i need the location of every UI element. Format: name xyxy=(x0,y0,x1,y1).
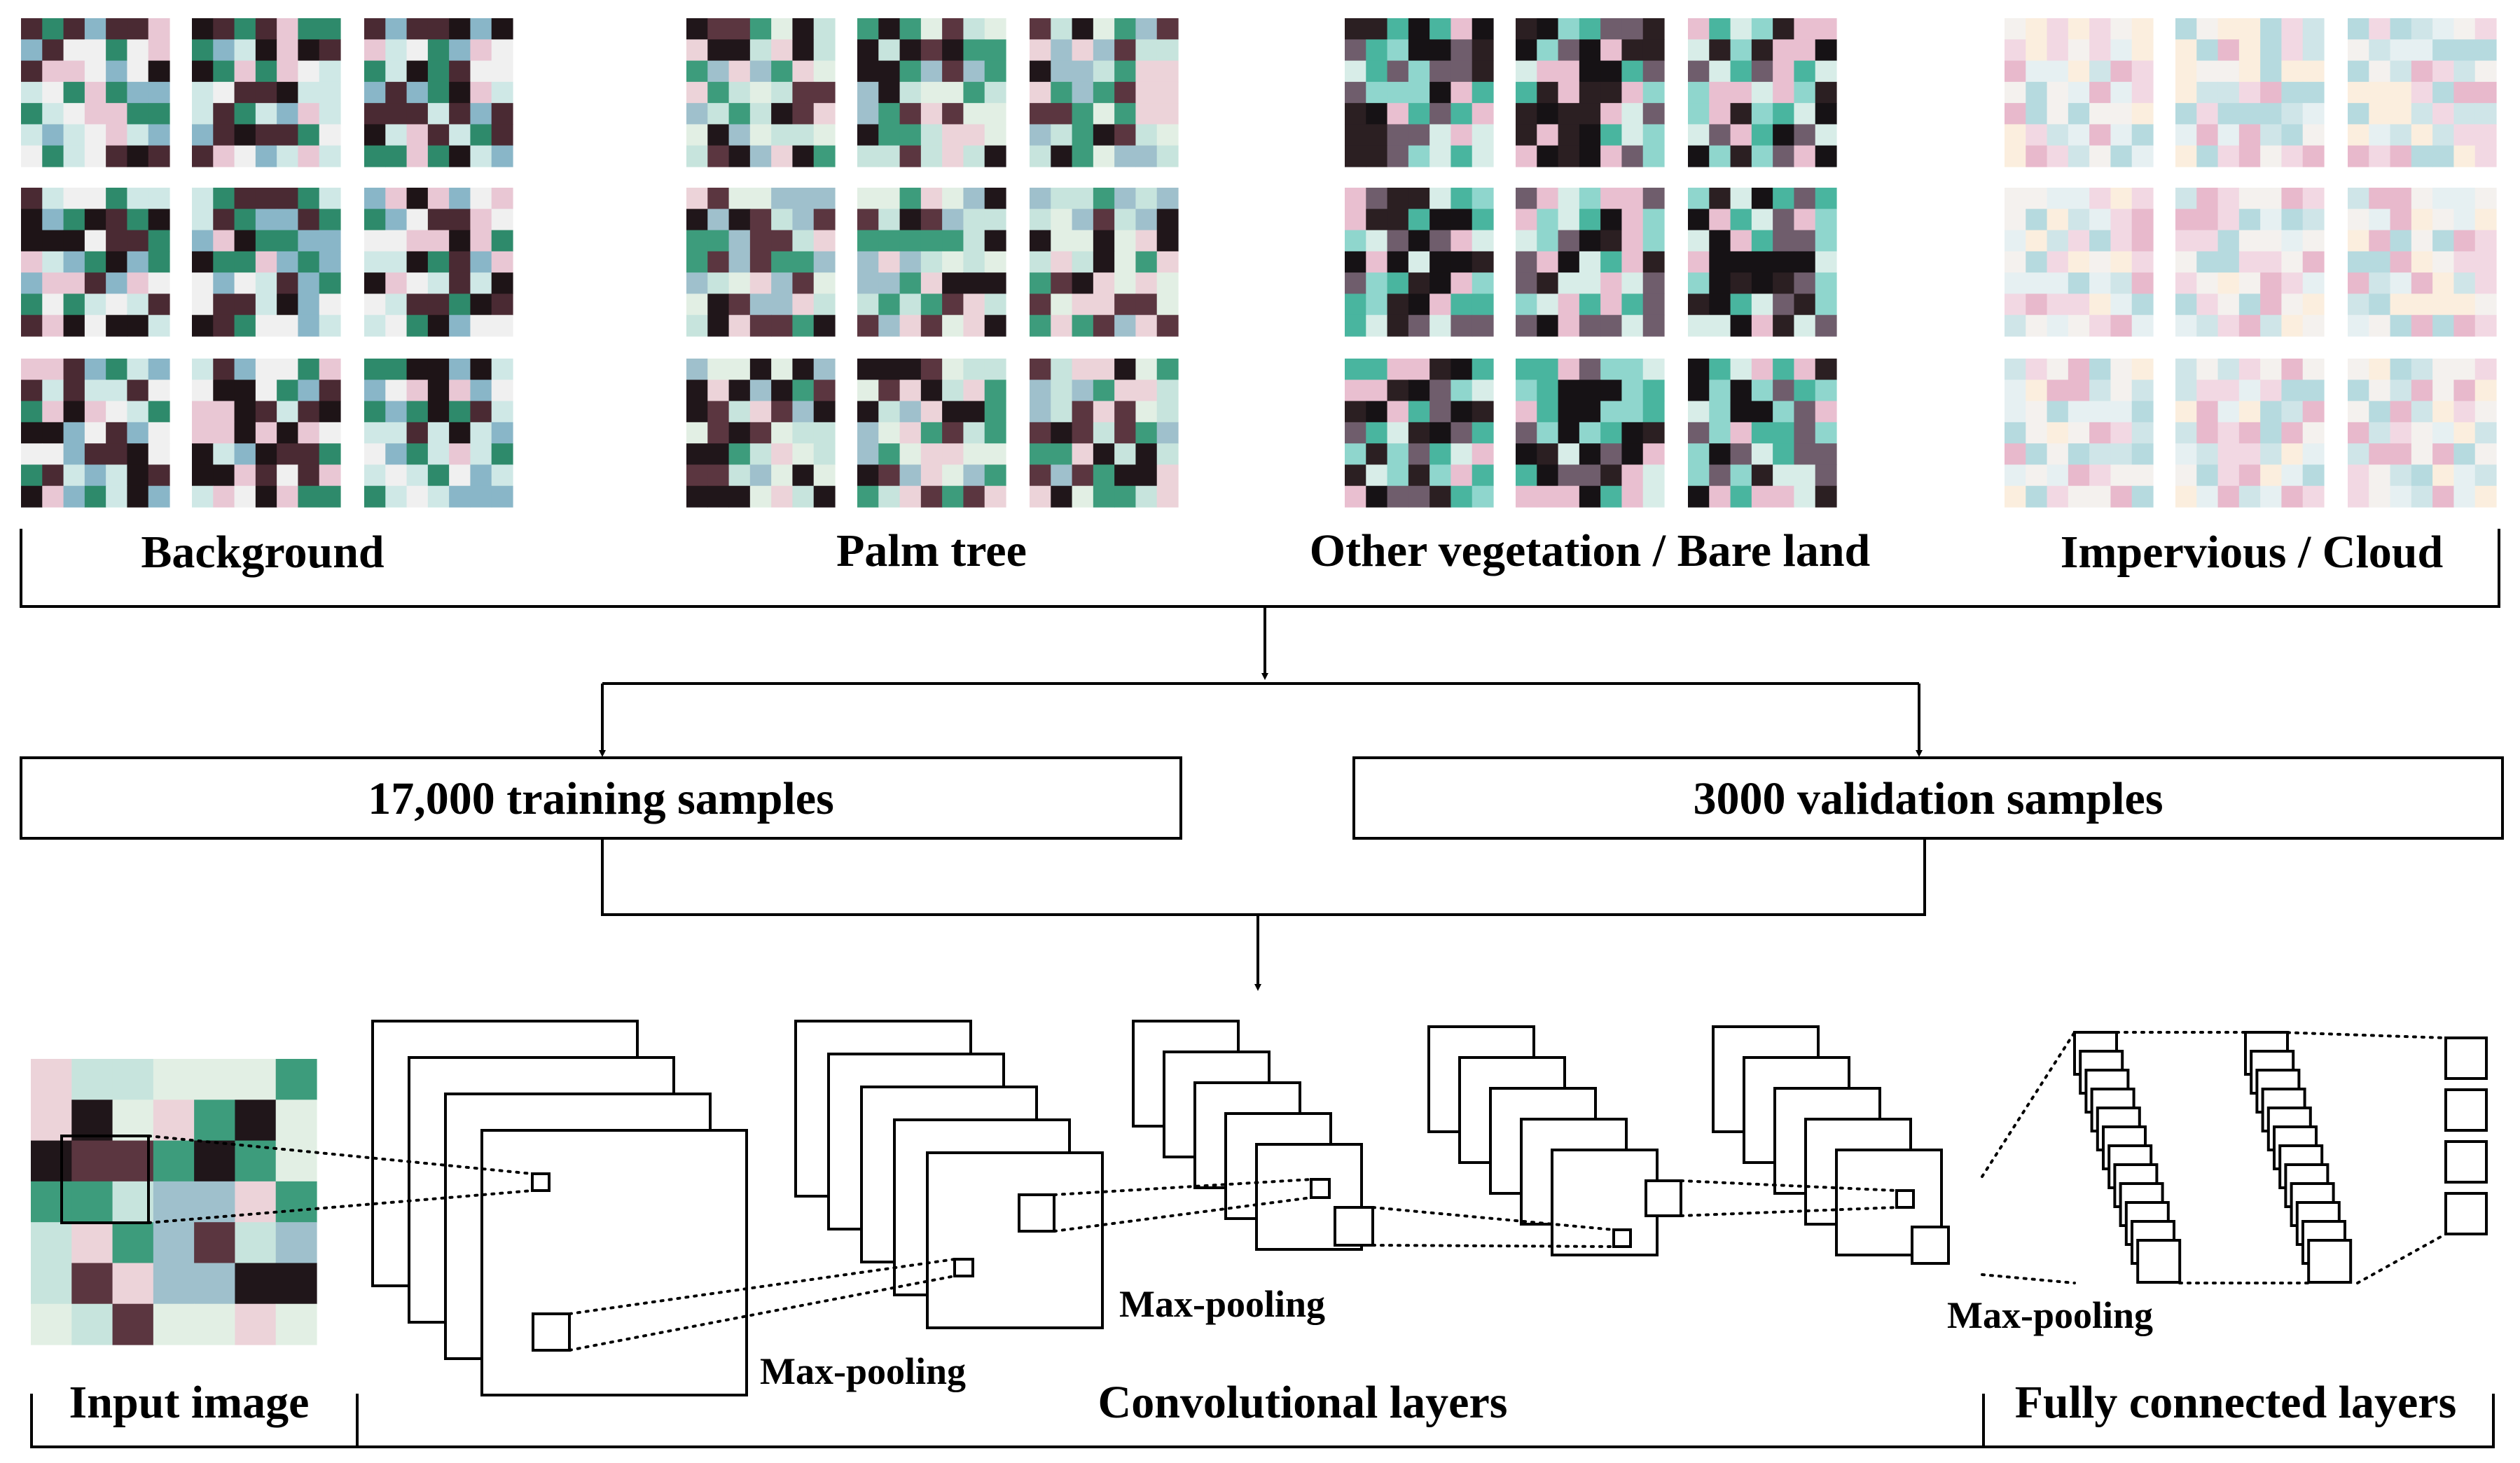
validation-samples-label: 3000 validation samples xyxy=(1693,773,2163,824)
sample-patch xyxy=(2175,18,2325,167)
feature-map-stack xyxy=(1427,1025,1659,1256)
sample-patch xyxy=(364,359,513,508)
maxpool-label-1: Max-pooling xyxy=(760,1350,966,1392)
sample-patch xyxy=(1345,359,1494,508)
sample-patch xyxy=(857,188,1006,337)
maxpool-label-3: Max-pooling xyxy=(1947,1294,2153,1336)
validation-samples-box xyxy=(1352,756,2504,840)
kernel-box xyxy=(1334,1206,1374,1247)
feature-map xyxy=(480,1129,748,1396)
sample-patch xyxy=(192,18,341,167)
fc-neuron-stack xyxy=(2073,1031,2182,1284)
kernel-box xyxy=(532,1312,571,1352)
join-connector xyxy=(601,838,1926,916)
sample-patch xyxy=(686,18,836,167)
sample-patch xyxy=(1516,188,1665,337)
category-label-background: Background xyxy=(141,527,384,578)
sample-patch xyxy=(2175,359,2325,508)
sample-patch xyxy=(21,188,170,337)
category-label-other-vegetation: Other vegetation / Bare land xyxy=(1310,525,1871,576)
kernel-box xyxy=(953,1258,974,1277)
impervious-cloud-sample-grid xyxy=(2005,18,2497,508)
background-sample-grid xyxy=(21,18,513,508)
fc-neuron xyxy=(2307,1239,2353,1284)
training-samples-box xyxy=(20,756,1182,840)
input-image-pixels xyxy=(31,1059,317,1345)
sample-patch xyxy=(21,359,170,508)
sample-patch xyxy=(1688,359,1837,508)
sample-patch xyxy=(364,18,513,167)
fc-neuron xyxy=(2136,1239,2182,1284)
kernel-box xyxy=(1911,1226,1950,1265)
sample-patch xyxy=(1516,18,1665,167)
sample-patch xyxy=(1345,18,1494,167)
output-neurons xyxy=(2444,1036,2488,1235)
feature-map-stack xyxy=(794,1020,1104,1329)
sample-patch xyxy=(1030,18,1179,167)
kernel-box xyxy=(1895,1189,1915,1209)
sample-patch xyxy=(2348,359,2497,508)
input-image-label: Input image xyxy=(69,1377,310,1428)
sample-patch xyxy=(21,18,170,167)
sample-patch xyxy=(1688,18,1837,167)
input-receptive-field xyxy=(60,1135,150,1224)
sample-patch xyxy=(2348,188,2497,337)
sample-patch xyxy=(192,359,341,508)
sample-patch xyxy=(686,359,836,508)
feature-map xyxy=(926,1151,1104,1329)
convolutional-layers-label: Convolutional layers xyxy=(1098,1377,1508,1428)
sample-patch xyxy=(857,18,1006,167)
sample-patch xyxy=(1345,188,1494,337)
sample-patch xyxy=(364,188,513,337)
palm-tree-sample-grid xyxy=(686,18,1179,508)
projection-lines xyxy=(147,1031,2447,1352)
sample-patch xyxy=(1516,359,1665,508)
sample-patch xyxy=(192,188,341,337)
feature-map xyxy=(1551,1149,1659,1256)
feature-map-stack xyxy=(1712,1025,1943,1256)
sample-patch xyxy=(2348,18,2497,167)
sample-patch xyxy=(2175,188,2325,337)
sample-patch xyxy=(1030,188,1179,337)
feature-map-stacks xyxy=(371,1020,1943,1396)
sample-patch xyxy=(1030,359,1179,508)
input-image xyxy=(31,1059,317,1345)
training-samples-label: 17,000 training samples xyxy=(368,773,834,824)
kernel-box xyxy=(1018,1193,1055,1233)
network-bracket xyxy=(30,1394,2495,1448)
category-label-palm-tree: Palm tree xyxy=(836,525,1027,576)
category-label-impervious-cloud: Impervious / Cloud xyxy=(2061,527,2443,578)
sample-patch xyxy=(1688,188,1837,337)
sample-patch xyxy=(2005,18,2154,167)
feature-map-stack xyxy=(1132,1020,1363,1251)
kernel-box xyxy=(531,1172,551,1192)
feature-map-stack xyxy=(371,1020,748,1396)
fc-neuron-stack xyxy=(2244,1031,2353,1284)
fully-connected-stacks xyxy=(2073,1031,2353,1284)
fully-connected-layers-label: Fully connected layers xyxy=(2015,1377,2457,1428)
sample-patch xyxy=(2005,188,2154,337)
sample-patch xyxy=(857,359,1006,508)
kernel-box xyxy=(1645,1179,1682,1217)
sample-patch xyxy=(2005,359,2154,508)
sample-patch xyxy=(686,188,836,337)
other-vegetation-sample-grid xyxy=(1345,18,1837,508)
kernel-box xyxy=(1612,1228,1632,1248)
kernel-box xyxy=(1310,1178,1331,1199)
maxpool-label-2: Max-pooling xyxy=(1119,1283,1325,1325)
samples-bracket xyxy=(20,529,2500,608)
